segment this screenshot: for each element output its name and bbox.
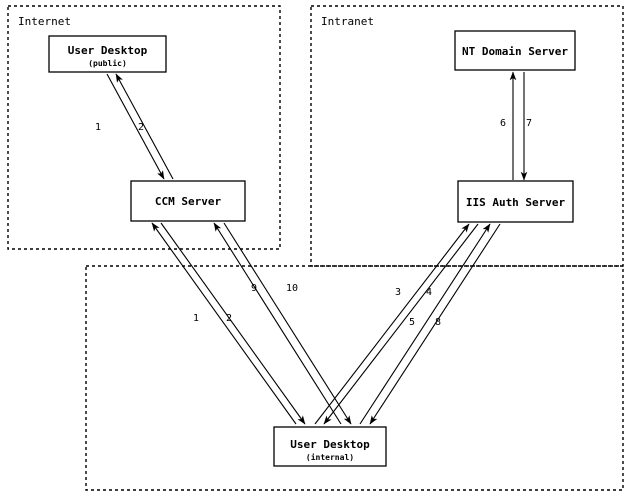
zone-internal-boundary — [85, 265, 624, 491]
flow-line-10 — [223, 222, 352, 425]
flow-iis-internal-b — [359, 223, 501, 425]
flow-line-5 — [359, 223, 491, 425]
edge-label-1: 1 — [95, 122, 101, 133]
node-box[interactable] — [457, 180, 574, 223]
zone-boundaries — [7, 5, 624, 491]
edge-label-5: 5 — [409, 317, 415, 328]
edge-label-9: 9 — [251, 283, 257, 294]
node-title: CCM Server — [155, 195, 222, 208]
node-box[interactable] — [273, 426, 387, 467]
flow-line-3 — [314, 223, 470, 425]
edge-labels: 1 2 1 2 3 4 5 6 7 8 9 10 — [95, 118, 532, 328]
node-ccm-server[interactable]: CCM Server — [130, 180, 246, 222]
edge-label-7: 7 — [526, 118, 532, 129]
flow-line-8 — [369, 223, 501, 425]
node-nt-domain-server[interactable]: NT Domain Server — [454, 30, 576, 71]
flow-iis-internal-a — [314, 223, 479, 425]
edge-label-8: 8 — [435, 317, 441, 328]
node-title: IIS Auth Server — [466, 196, 566, 209]
flow-ccm-internal-right — [213, 222, 352, 425]
edge-label-1-internal: 1 — [193, 313, 199, 324]
node-user-desktop-public[interactable]: User Desktop (public) — [48, 35, 167, 73]
flow-line-1-internal — [151, 222, 297, 425]
flow-line-2-internal — [160, 222, 306, 425]
node-box[interactable] — [130, 180, 246, 222]
node-user-desktop-internal[interactable]: User Desktop (internal) — [273, 426, 387, 467]
node-title: User Desktop — [68, 44, 148, 57]
edge-label-3: 3 — [395, 287, 401, 298]
edge-label-2: 2 — [138, 122, 144, 133]
flow-ccm-internal-left — [151, 222, 306, 425]
node-box[interactable] — [48, 35, 167, 73]
edge-label-6: 6 — [500, 118, 506, 129]
edge-label-10: 10 — [286, 283, 298, 294]
zone-label-internet: Internet — [18, 15, 71, 28]
node-subtitle: (internal) — [306, 452, 354, 462]
node-box[interactable] — [454, 30, 576, 71]
flow-iis-nt — [509, 71, 528, 181]
flow-line-2 — [115, 73, 174, 180]
edge-label-2-internal: 2 — [226, 313, 232, 324]
flow-public-desktop-ccm — [106, 73, 174, 180]
edge-label-4: 4 — [426, 287, 432, 298]
node-title: User Desktop — [290, 438, 370, 451]
flow-line-4 — [323, 223, 479, 425]
node-subtitle: (public) — [88, 58, 127, 68]
zone-label-intranet: Intranet — [321, 15, 374, 28]
zone-internet-boundary — [7, 5, 281, 250]
flow-line-9 — [213, 222, 342, 425]
node-iis-auth-server[interactable]: IIS Auth Server — [457, 180, 574, 223]
node-title: NT Domain Server — [462, 45, 568, 58]
flow-line-1 — [106, 73, 165, 180]
